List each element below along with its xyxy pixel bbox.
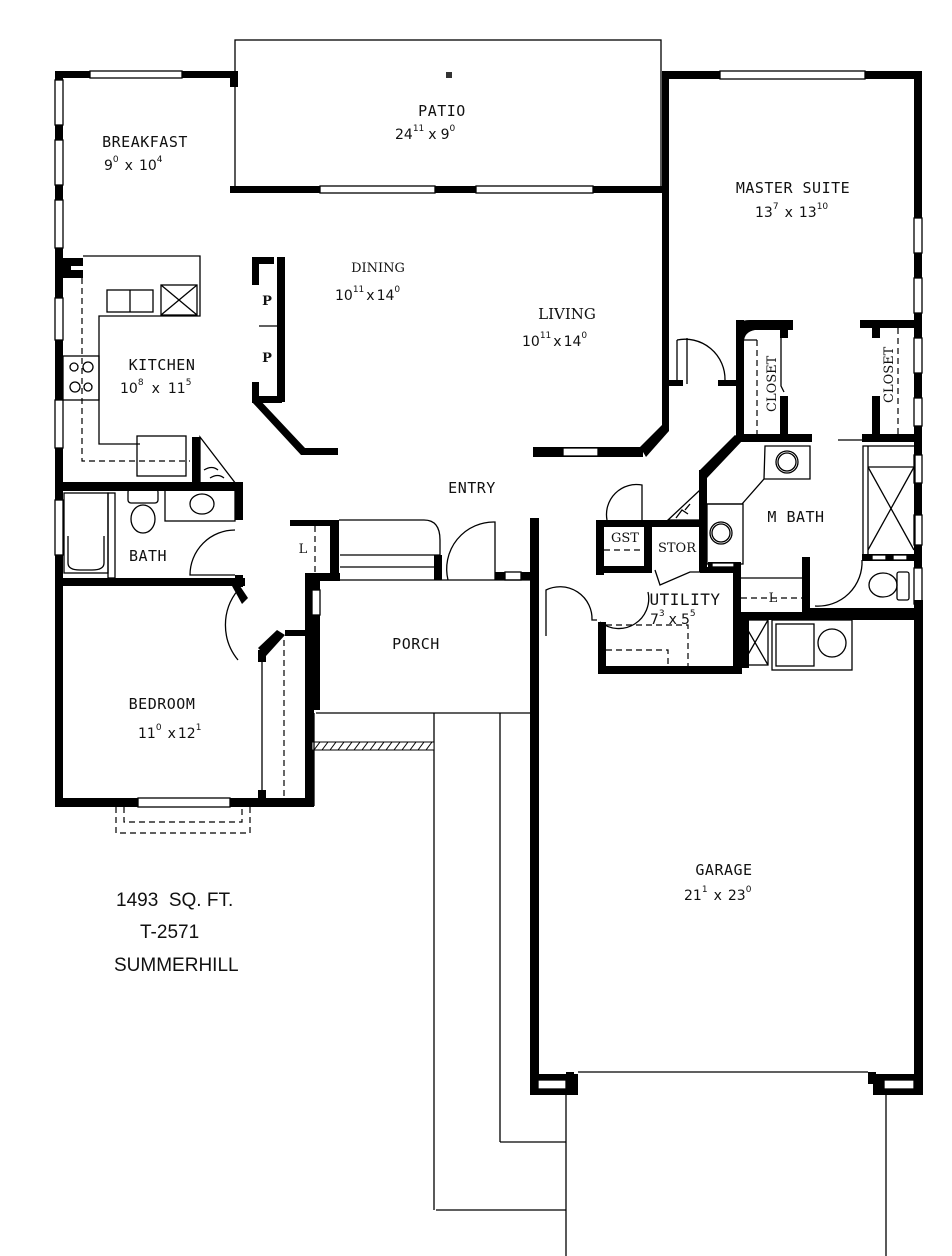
bedroom-label: BEDROOM <box>129 695 196 713</box>
garage-label: GARAGE <box>695 861 752 879</box>
plan-number: T-2571 <box>140 922 200 943</box>
bath-area <box>63 482 245 587</box>
square-footage-value: 1493 <box>116 890 159 911</box>
dining-label: DINING <box>351 261 405 276</box>
linen-label-master: L <box>769 591 778 606</box>
porch-area <box>311 579 887 1256</box>
bedroom-area <box>55 580 314 834</box>
square-footage-unit: SQ. FT. <box>168 890 234 911</box>
storage-label: STOR <box>658 541 697 556</box>
exterior-walls <box>54 70 923 1095</box>
kitchen-area <box>62 255 338 491</box>
closet-label-left: CLOSET <box>765 355 780 412</box>
entry-label: ENTRY <box>448 479 496 497</box>
master-bath-label: M BATH <box>767 508 824 526</box>
master-bath-area <box>669 320 922 618</box>
breakfast-label: BREAKFAST <box>102 133 188 151</box>
utility-label: UTILITY <box>650 590 721 609</box>
pantry-label-2: P <box>262 351 272 366</box>
porch-label: PORCH <box>392 635 440 653</box>
utility-area <box>545 470 853 674</box>
living-label: LIVING <box>538 305 596 323</box>
kitchen-label: KITCHEN <box>129 356 196 374</box>
pantry-label-1: P <box>262 294 272 309</box>
bath-label: BATH <box>129 547 167 565</box>
guest-closet-label: GST <box>611 531 639 546</box>
living-walls <box>533 425 669 457</box>
entry-area <box>290 519 531 710</box>
patio-label: PATIO <box>418 102 466 120</box>
plan-name: SUMMERHILL <box>114 955 239 976</box>
square-footage: 1493 SQ. FT. <box>116 890 233 912</box>
linen-label-hall: L <box>299 542 308 557</box>
closet-label-right: CLOSET <box>882 346 897 403</box>
master-suite-label: MASTER SUITE <box>736 179 850 197</box>
